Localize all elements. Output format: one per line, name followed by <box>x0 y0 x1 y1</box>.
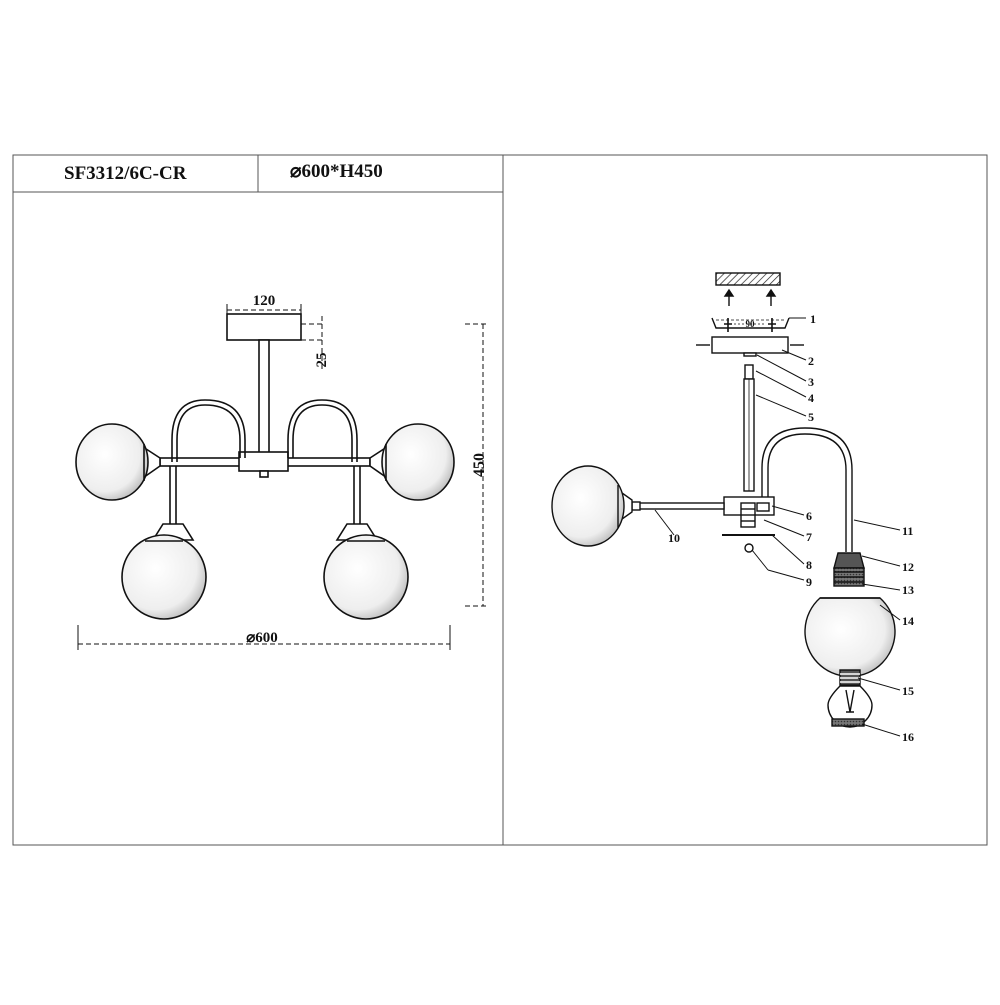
part-label-10: 10 <box>668 531 680 545</box>
dim-bracket-width: 90 <box>746 319 756 329</box>
part-label-11: 11 <box>902 524 913 538</box>
dim-canopy-width: 120 <box>253 293 276 309</box>
left-arm <box>637 502 725 510</box>
overall-view <box>75 313 455 620</box>
canopy <box>226 313 302 341</box>
part-label-6: 6 <box>806 509 812 523</box>
part-label-4: 4 <box>808 391 814 405</box>
model-number: SF3312/6C-CR <box>64 163 187 184</box>
part-label-3: 3 <box>808 375 814 389</box>
dimension-lines <box>77 304 488 650</box>
left-arch-arm <box>171 399 246 462</box>
part-labels: 1 2 3 4 5 6 7 8 9 10 11 12 13 14 15 16 <box>668 312 914 744</box>
bulb <box>827 685 873 728</box>
part-label-8: 8 <box>806 558 812 572</box>
ceiling <box>715 272 781 286</box>
dim-total-height: 450 <box>471 453 488 477</box>
part-label-12: 12 <box>902 560 914 574</box>
finial <box>744 543 754 553</box>
exploded-view <box>551 272 896 728</box>
bracket-screw-right <box>768 318 776 332</box>
lower-right-globe <box>323 534 409 620</box>
part-label-1: 1 <box>810 312 816 326</box>
part-label-7: 7 <box>806 530 812 544</box>
lampholder-top <box>833 552 865 569</box>
exploded-left-globe <box>551 465 625 547</box>
dim-diameter: ⌀600 <box>246 630 278 646</box>
part-label-14: 14 <box>902 614 914 628</box>
curved-arm <box>761 427 853 552</box>
lower-left-globe <box>121 534 207 620</box>
shade-ring <box>831 718 865 727</box>
mounting-bracket <box>711 317 790 329</box>
bracket-screw-left <box>724 318 732 332</box>
right-panel-border <box>502 154 988 846</box>
part-label-15: 15 <box>902 684 914 698</box>
exploded-canopy <box>711 336 789 354</box>
anchor-left <box>723 288 735 306</box>
part-label-5: 5 <box>808 410 814 424</box>
anchor-right <box>765 288 777 306</box>
part-label-9: 9 <box>806 575 812 589</box>
center-hub <box>238 451 289 472</box>
leader-lines <box>654 317 901 737</box>
right-arch-arm <box>287 399 358 462</box>
part-label-13: 13 <box>902 583 914 597</box>
upper-left-globe <box>75 423 149 501</box>
exploded-glass-shade <box>804 597 896 678</box>
dim-canopy-height: 25 <box>314 353 330 368</box>
overall-size: ⌀600*H450 <box>290 161 383 182</box>
frame <box>12 154 988 846</box>
left-panel-border <box>12 154 504 846</box>
upper-right-globe <box>381 423 455 501</box>
part-label-2: 2 <box>808 354 814 368</box>
downrod <box>258 339 270 457</box>
part-label-16: 16 <box>902 730 914 744</box>
